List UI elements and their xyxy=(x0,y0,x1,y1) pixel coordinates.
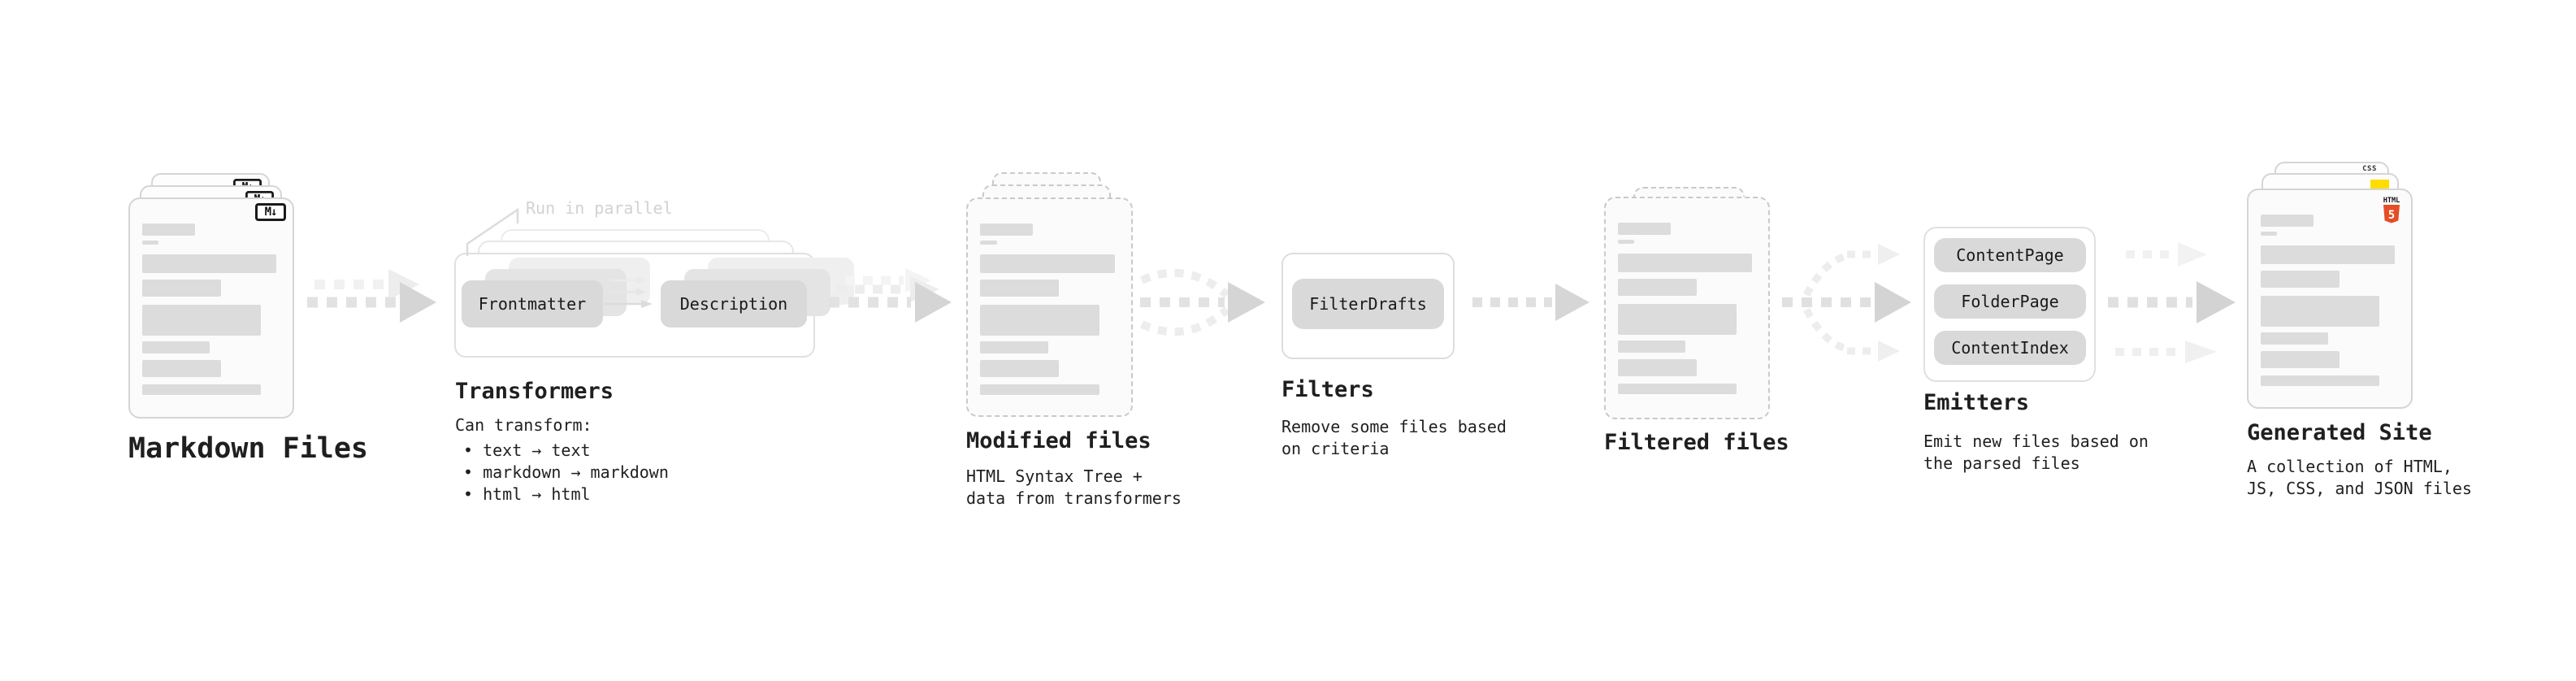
doc-content-lines xyxy=(142,223,280,395)
transformers-subtitle: Can transform: xyxy=(455,415,592,435)
doc-text-bar xyxy=(980,360,1060,377)
modified-files-subtitle: HTML Syntax Tree + data from transformer… xyxy=(966,466,1182,508)
doc-text-bar xyxy=(1618,254,1752,272)
doc-text-bar xyxy=(980,241,997,245)
doc-text-bar xyxy=(2261,271,2340,288)
doc-text-bar xyxy=(1618,359,1697,376)
doc-text-bar xyxy=(142,384,262,395)
doc-text-bar xyxy=(1618,340,1686,353)
doc-text-bar xyxy=(142,254,276,273)
run-in-parallel-annotation: Run in parallel xyxy=(526,198,673,218)
generated-site-title: Generated Site xyxy=(2247,420,2432,445)
contentindex-emitter: ContentIndex xyxy=(1934,331,2086,365)
doc-text-bar xyxy=(1618,223,1671,235)
description-step: Description xyxy=(661,280,807,327)
filtered-files-title: Filtered files xyxy=(1604,430,1789,455)
generated-document: HTML 5 xyxy=(2247,189,2413,409)
annotation-leader-line xyxy=(466,207,519,256)
doc-text-bar xyxy=(2261,351,2340,368)
doc-text-bar xyxy=(980,280,1060,297)
doc-text-bar xyxy=(980,223,1033,236)
parallel-arrows-icon xyxy=(604,276,653,308)
svg-text:5: 5 xyxy=(2388,209,2395,222)
doc-content-lines xyxy=(2261,215,2399,386)
doc-content-lines xyxy=(1618,223,1756,394)
frontmatter-step: Frontmatter xyxy=(462,280,603,327)
doc-text-bar xyxy=(2261,375,2380,386)
doc-text-bar xyxy=(142,305,262,336)
filterdrafts-step: FilterDrafts xyxy=(1292,279,1444,329)
doc-text-bar xyxy=(2261,296,2380,327)
filters-title: Filters xyxy=(1281,377,1374,402)
javascript-icon xyxy=(2370,180,2389,190)
doc-text-bar xyxy=(1618,279,1697,296)
doc-text-bar xyxy=(2261,332,2329,345)
markdown-files-title: Markdown Files xyxy=(128,432,369,465)
markdown-icon: M↓ xyxy=(255,203,286,221)
arrow-modified-to-filters-icon xyxy=(1139,268,1265,336)
doc-text-bar xyxy=(1618,384,1737,394)
doc-text-bar xyxy=(142,280,221,297)
html5-icon: HTML 5 xyxy=(2383,197,2400,223)
generated-site-subtitle: A collection of HTML, JS, CSS, and JSON … xyxy=(2247,457,2472,498)
folderpage-emitter: FolderPage xyxy=(1934,284,2086,319)
contentpage-emitter: ContentPage xyxy=(1934,238,2086,272)
doc-text-bar xyxy=(142,223,195,236)
doc-text-bar xyxy=(1618,304,1737,335)
transformers-bullet-list: text → text markdown → markdown html → h… xyxy=(463,440,669,505)
doc-text-bar xyxy=(2261,232,2278,236)
bullet-item: markdown → markdown xyxy=(463,462,669,484)
arrow-filters-to-filtered-icon xyxy=(1472,284,1589,321)
doc-text-bar xyxy=(142,360,221,377)
arrow-transformers-to-modified-icon xyxy=(829,268,952,323)
doc-text-bar xyxy=(980,305,1100,336)
markdown-document: M↓ xyxy=(128,197,294,419)
doc-text-bar xyxy=(980,341,1048,354)
arrow-filtered-to-emitters-icon xyxy=(1782,244,1911,362)
doc-text-bar xyxy=(142,241,159,245)
svg-text:HTML: HTML xyxy=(2383,197,2400,205)
arrow-markdown-to-transformers-icon xyxy=(307,269,436,323)
bullet-item: html → html xyxy=(463,484,669,505)
modified-document xyxy=(966,197,1133,417)
emitters-subtitle: Emit new files based on the parsed files xyxy=(1923,432,2149,473)
transformers-title: Transformers xyxy=(455,379,614,404)
filtered-document xyxy=(1604,197,1770,419)
doc-text-bar xyxy=(980,384,1100,395)
doc-text-bar xyxy=(980,254,1115,273)
arrow-emitters-to-generated-icon xyxy=(2108,242,2236,363)
doc-text-bar xyxy=(1618,240,1635,244)
filters-subtitle: Remove some files based on criteria xyxy=(1281,417,1507,458)
emitters-title: Emitters xyxy=(1923,390,2030,415)
bullet-item: text → text xyxy=(463,440,669,462)
doc-content-lines xyxy=(980,223,1119,395)
doc-text-bar xyxy=(142,341,210,354)
doc-text-bar xyxy=(2261,215,2314,227)
doc-text-bar xyxy=(2261,245,2395,264)
modified-files-title: Modified files xyxy=(966,428,1151,453)
